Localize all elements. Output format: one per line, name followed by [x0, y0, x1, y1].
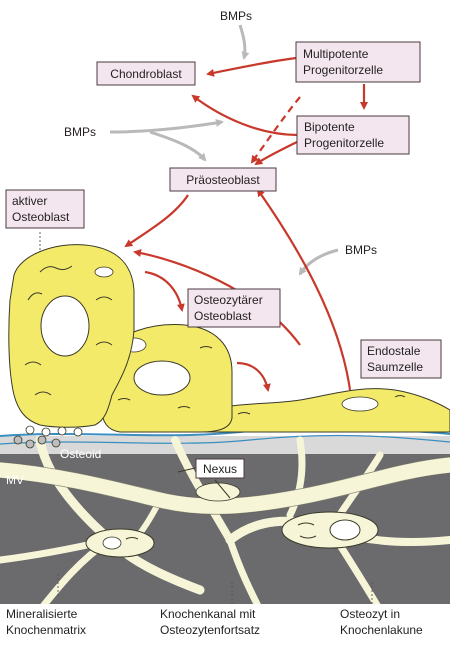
bmps-right-label: BMPs — [345, 243, 377, 257]
chondroblast-label: Chondroblast — [110, 67, 182, 81]
matrix-label-1: Mineralisierte — [6, 607, 78, 621]
osteocytic-osteoblast-label-1: Osteozytärer — [194, 293, 263, 307]
active-osteoblast-box: aktiver Osteoblast — [6, 190, 84, 228]
bmps-top-label: BMPs — [220, 9, 252, 23]
active-osteoblast-label-1: aktiver — [12, 194, 47, 208]
osteocyte-lacuna-right — [282, 512, 378, 548]
endosteal-cell-box: Endostale Saumzelle — [361, 340, 441, 378]
endosteal-cell-label-2: Saumzelle — [367, 360, 423, 374]
active-osteoblast-label-2: Osteoblast — [12, 210, 70, 224]
endosteal-cell-label-1: Endostale — [367, 344, 421, 358]
preosteoblast-label: Präosteoblast — [186, 173, 260, 187]
multipotent-label-1: Multipotente — [303, 47, 369, 61]
osteocyte-lacuna-middle — [196, 483, 240, 501]
preosteoblast-box: Präosteoblast — [170, 168, 276, 191]
osteocyte-lacuna-left — [86, 529, 154, 557]
bipotent-label-1: Bipotente — [304, 120, 355, 134]
nexus-label: Nexus — [203, 462, 237, 476]
multipotent-box: Multipotente Progenitorzelle — [296, 42, 420, 82]
mv-label: MV — [6, 473, 24, 487]
canal-label-2: Osteozytenfortsatz — [160, 623, 260, 637]
osteoid-label: Osteoid — [60, 447, 101, 461]
chondroblast-box: Chondroblast — [97, 62, 195, 85]
canal-label-1: Knochenkanal mit — [160, 607, 256, 621]
lacuna-label-2: Knochenlakune — [340, 623, 423, 637]
nexus-box: Nexus — [196, 459, 244, 478]
matrix-label-2: Knochenmatrix — [6, 623, 86, 637]
lacuna-label-1: Osteozyt in — [340, 607, 400, 621]
multipotent-label-2: Progenitorzelle — [303, 63, 383, 77]
bipotent-label-2: Progenitorzelle — [304, 136, 384, 150]
bipotent-box: Bipotente Progenitorzelle — [297, 116, 409, 154]
osteocytic-osteoblast-box: Osteozytärer Osteoblast — [188, 289, 280, 327]
osteocytic-osteoblast-label-2: Osteoblast — [194, 309, 252, 323]
endosteal-lining-cell — [205, 389, 450, 432]
bmps-left-label: BMPs — [64, 125, 96, 139]
